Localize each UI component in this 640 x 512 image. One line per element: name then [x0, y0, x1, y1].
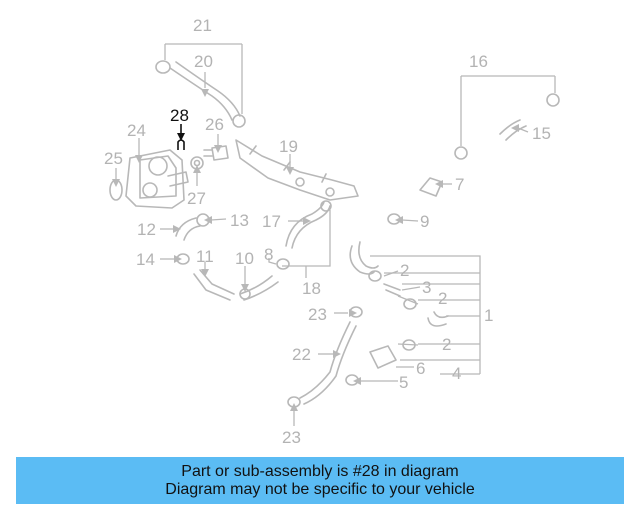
callout-5: 5 [399, 373, 408, 392]
thermostat-housing-24 [125, 149, 189, 209]
callout-13: 13 [230, 211, 249, 230]
callout-17: 17 [262, 212, 281, 231]
callout-19: 19 [279, 137, 298, 156]
callout-21: 21 [193, 16, 212, 35]
pipe-22 [299, 321, 357, 405]
clamp-16-b [546, 93, 560, 107]
clamp-17 [320, 200, 332, 212]
callout-3: 3 [422, 278, 431, 297]
callout-28: 28 [170, 106, 189, 125]
fitting-7 [419, 177, 443, 197]
callout-2b: 2 [438, 289, 447, 308]
callout-11: 11 [196, 247, 214, 266]
hose-12 [175, 217, 201, 241]
banner-line-disclaimer: Diagram may not be specific to your vehi… [165, 480, 475, 498]
callout-20: 20 [194, 52, 213, 71]
callout-25: 25 [104, 149, 123, 168]
leader-lines [115, 43, 556, 426]
hose-1-upper [349, 241, 379, 275]
callout-23-top: 23 [308, 305, 327, 324]
info-banner: Part or sub-assembly is #28 in diagram D… [16, 457, 624, 504]
callout-7: 7 [455, 175, 464, 194]
clamp-8 [276, 258, 290, 270]
callout-15: 15 [532, 124, 551, 143]
callout-16: 16 [469, 52, 488, 71]
clamp-2-b [403, 298, 417, 310]
callout-2a: 2 [400, 261, 409, 280]
callout-14: 14 [136, 250, 155, 269]
callout-6: 6 [416, 359, 425, 378]
sensor-26 [203, 145, 229, 161]
callout-22: 22 [292, 345, 311, 364]
callout-27: 27 [187, 189, 206, 208]
clamp-21-b [232, 114, 246, 128]
callout-2c: 2 [442, 335, 451, 354]
part-28-clip [177, 139, 185, 150]
callout-24: 24 [127, 121, 146, 140]
arrowheads [112, 89, 519, 411]
callout-1: 1 [484, 306, 493, 325]
fitting-3 [383, 283, 401, 297]
hose-20 [169, 61, 241, 121]
callout-4: 4 [452, 364, 461, 383]
banner-line-part: Part or sub-assembly is #28 in diagram [181, 462, 459, 480]
parts-diagram: 21 20 16 15 28 26 24 19 25 7 27 12 13 17… [104, 16, 560, 447]
clamp-16-a [454, 146, 468, 160]
callout-8: 8 [264, 245, 273, 264]
callout-26: 26 [205, 115, 224, 134]
callout-labels: 21 20 16 15 28 26 24 19 25 7 27 12 13 17… [104, 16, 551, 447]
pipe-11 [193, 269, 235, 301]
callout-10: 10 [235, 249, 254, 268]
hose-17 [285, 201, 331, 249]
clamp-2-a [368, 270, 382, 282]
callout-18: 18 [302, 279, 321, 298]
water-pipe-19 [235, 139, 359, 201]
clamp-21-a [155, 60, 171, 74]
callout-12: 12 [137, 220, 156, 239]
fitting-6 [369, 345, 397, 369]
hose-15 [499, 119, 527, 141]
hose-1-lower [427, 311, 449, 327]
callout-9: 9 [420, 212, 429, 231]
callout-23-bottom: 23 [282, 428, 301, 447]
